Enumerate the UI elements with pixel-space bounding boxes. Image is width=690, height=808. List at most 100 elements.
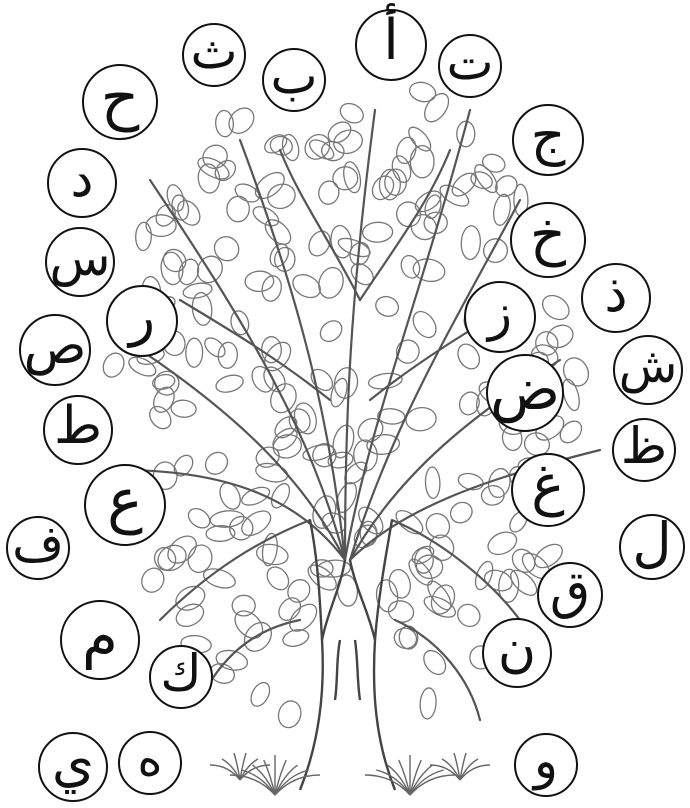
letter-thal: ذ — [604, 268, 627, 320]
leaf — [362, 222, 393, 243]
leaf — [398, 253, 423, 281]
letter-circle-alef: أ — [355, 9, 427, 81]
letter-circle-qaf: ق — [537, 562, 603, 628]
letter-circle-kaf: ك — [149, 645, 213, 709]
letter-ba: ب — [270, 51, 317, 101]
letter-circle-khaa: خ — [510, 202, 586, 278]
leaf — [281, 627, 310, 649]
leaf — [99, 350, 128, 381]
grass-tufts — [210, 753, 490, 795]
leaf — [328, 376, 350, 408]
leaf — [289, 270, 324, 302]
leaf — [538, 291, 574, 325]
letter-ta: ت — [446, 37, 493, 87]
letter-ya: ي — [52, 736, 94, 790]
letter-circle-ain: ع — [84, 464, 166, 546]
leaf — [217, 342, 238, 370]
branch-line — [392, 520, 520, 620]
leaf — [287, 407, 313, 436]
letter-circle-meem: م — [60, 600, 140, 680]
letter-circle-fa: ف — [6, 516, 70, 580]
letter-jeem: ج — [531, 109, 566, 163]
leaf — [559, 354, 593, 391]
leaf — [316, 317, 346, 346]
leaf — [193, 252, 228, 288]
letter-circle-sad: ص — [19, 314, 91, 386]
leaf — [315, 265, 347, 302]
leaf — [201, 448, 232, 479]
letter-alef: أ — [383, 13, 399, 69]
leaf — [135, 222, 152, 251]
trunk-line — [374, 520, 395, 790]
leaf — [214, 372, 245, 395]
letter-noon: ن — [498, 623, 536, 675]
letter-kaf: ك — [160, 648, 201, 698]
leaf — [387, 567, 414, 600]
leaf — [479, 234, 512, 267]
grass-blade — [230, 775, 275, 795]
letter-zaa: ظ — [621, 421, 667, 471]
letter-circle-tha: ث — [182, 23, 246, 87]
letter-seen: س — [49, 233, 110, 283]
leaf — [224, 103, 259, 138]
letter-tha: ث — [190, 26, 237, 76]
letter-khaa: خ — [530, 208, 566, 264]
letter-waw: و — [534, 736, 558, 786]
leaf — [394, 199, 424, 230]
letter-ain: ع — [107, 471, 143, 531]
leaf — [126, 353, 159, 379]
letter-circle-sheen: ش — [613, 335, 683, 405]
grass-blade — [365, 775, 410, 795]
leaf — [159, 245, 190, 276]
leaf — [245, 271, 274, 292]
trunk-line — [322, 560, 345, 640]
leaf — [186, 338, 203, 367]
leaf — [408, 80, 438, 105]
letter-fa: ف — [12, 519, 64, 569]
leaf — [171, 399, 197, 418]
branch-line — [200, 620, 300, 700]
letter-sheen: ش — [619, 342, 678, 390]
letter-circle-thal: ذ — [581, 263, 651, 333]
letter-circle-haa: ح — [82, 64, 158, 140]
leaf — [210, 232, 244, 266]
letter-dal: د — [70, 153, 93, 205]
letter-circle-ha: ه — [118, 731, 182, 795]
leaf — [163, 531, 202, 569]
leaf — [472, 559, 496, 592]
trunk-line — [350, 560, 375, 640]
leaf — [201, 334, 228, 360]
letter-ha: ه — [137, 735, 162, 783]
trunk-line — [355, 640, 360, 700]
letter-circle-taa: ط — [43, 395, 113, 465]
grass-blade — [410, 775, 455, 795]
letter-haa: ح — [101, 68, 140, 128]
leaf — [543, 321, 577, 352]
letter-lam: ل — [632, 516, 671, 570]
leaf — [226, 196, 250, 223]
letter-circle-waw: و — [514, 733, 578, 797]
leaf — [453, 600, 484, 631]
letter-circle-dal: د — [47, 148, 117, 218]
letter-circle-dad: ض — [486, 354, 564, 432]
grass-blade — [275, 775, 320, 795]
leaf — [216, 480, 244, 513]
letter-circle-seen: س — [45, 227, 115, 297]
leaf — [275, 698, 304, 730]
leaf — [336, 235, 373, 261]
leaf — [419, 687, 437, 719]
leaf — [247, 679, 273, 709]
leaf — [215, 110, 234, 137]
letter-circle-zaa: ظ — [612, 418, 676, 482]
branch-line — [345, 110, 470, 560]
letter-circle-ra: ر — [106, 285, 178, 357]
letter-circle-zay: ز — [464, 281, 536, 353]
leaf — [425, 467, 440, 499]
leaf — [480, 151, 507, 175]
letter-circle-ghain: غ — [511, 453, 585, 527]
letter-circle-noon: ن — [482, 618, 552, 688]
letter-circle-jeem: ج — [512, 104, 584, 176]
leaf — [460, 225, 481, 260]
leaf — [393, 336, 423, 366]
